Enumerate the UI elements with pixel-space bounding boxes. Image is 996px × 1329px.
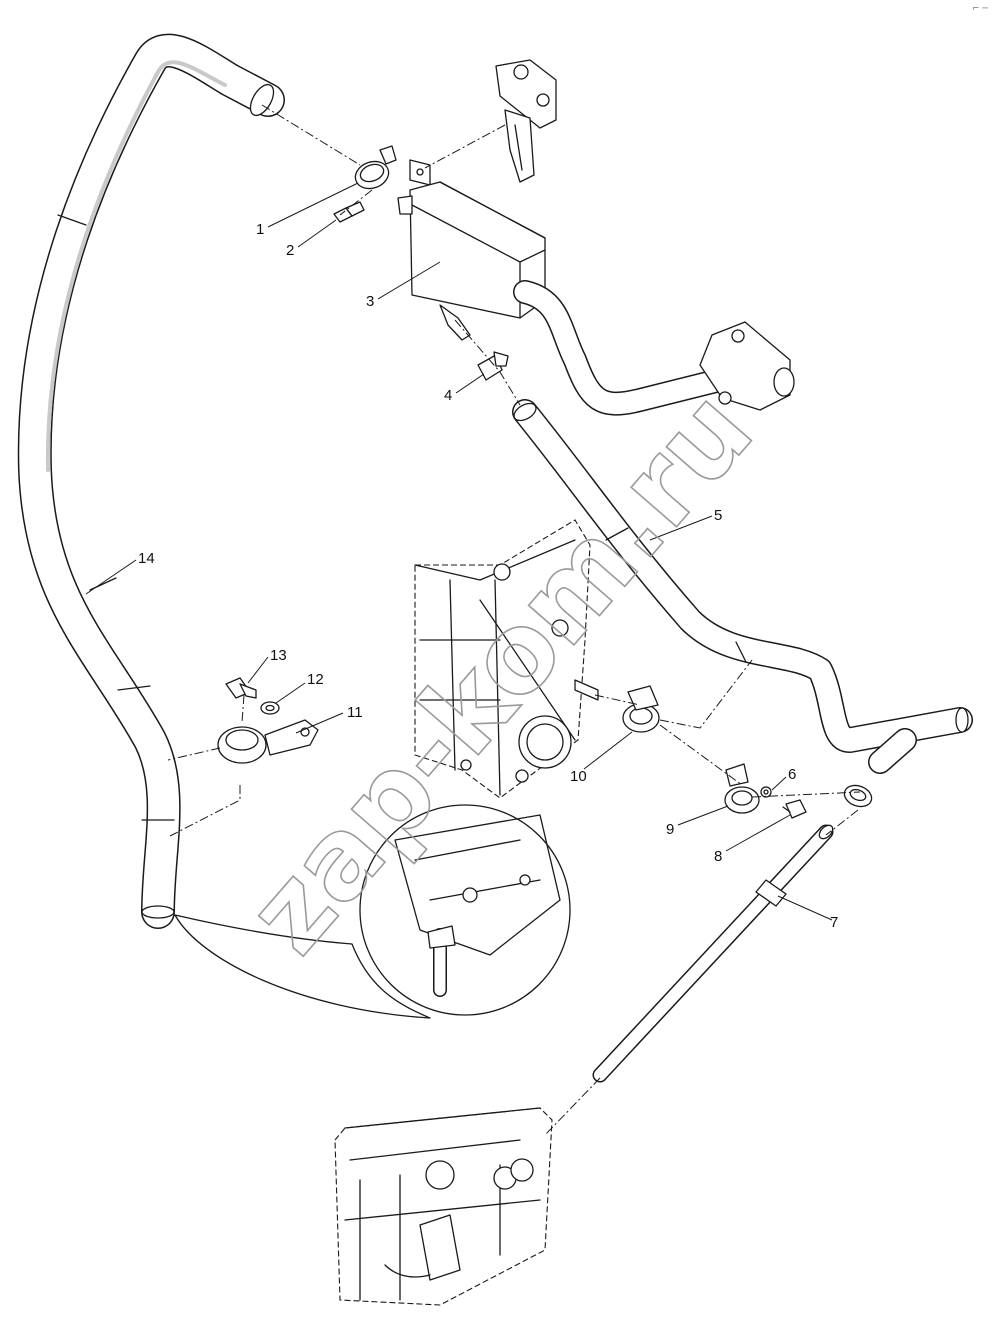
hose-5 — [512, 399, 973, 774]
hose-clamp — [843, 784, 873, 808]
oil-separator-3 — [397, 159, 546, 341]
hose-clamp-1 — [354, 145, 397, 190]
dipstick-tube-7 — [592, 824, 834, 1083]
callout-8: 8 — [714, 848, 722, 865]
callout-13: 13 — [270, 647, 287, 664]
corner-mark: ⌐ ─ — [972, 4, 988, 14]
callout-5: 5 — [714, 507, 722, 524]
bolt-13 — [225, 677, 257, 699]
callout-2: 2 — [286, 242, 294, 259]
elbow-9 — [724, 763, 760, 814]
breather-hose-14 — [17, 33, 285, 929]
callout-9: 9 — [666, 821, 674, 838]
mounting-bracket — [495, 59, 557, 183]
elbow-10 — [622, 685, 660, 733]
callout-7: 7 — [830, 914, 838, 931]
timing-cover — [414, 519, 599, 799]
callout-3: 3 — [366, 293, 374, 310]
assembly-lines — [167, 104, 861, 1136]
clamp-11 — [217, 719, 319, 764]
callout-11: 11 — [347, 704, 363, 721]
washer-12 — [260, 701, 280, 715]
bolt-2 — [333, 201, 365, 223]
engine-block-section — [334, 1107, 553, 1306]
bolt-8 — [782, 799, 807, 819]
washer-6 — [760, 786, 772, 798]
callout-12: 12 — [307, 671, 324, 688]
callout-10: 10 — [570, 768, 587, 785]
elbow-connector-4 — [477, 351, 509, 381]
callout-labels: 1 2 3 4 5 6 7 8 9 10 11 12 13 14 — [138, 221, 838, 931]
callout-6: 6 — [788, 766, 796, 783]
callout-1: 1 — [256, 221, 264, 238]
callout-4: 4 — [444, 387, 452, 404]
detail-view — [174, 804, 571, 1019]
outlet-pipe — [513, 280, 795, 416]
callout-leaders — [85, 182, 833, 921]
callout-14: 14 — [138, 550, 155, 567]
